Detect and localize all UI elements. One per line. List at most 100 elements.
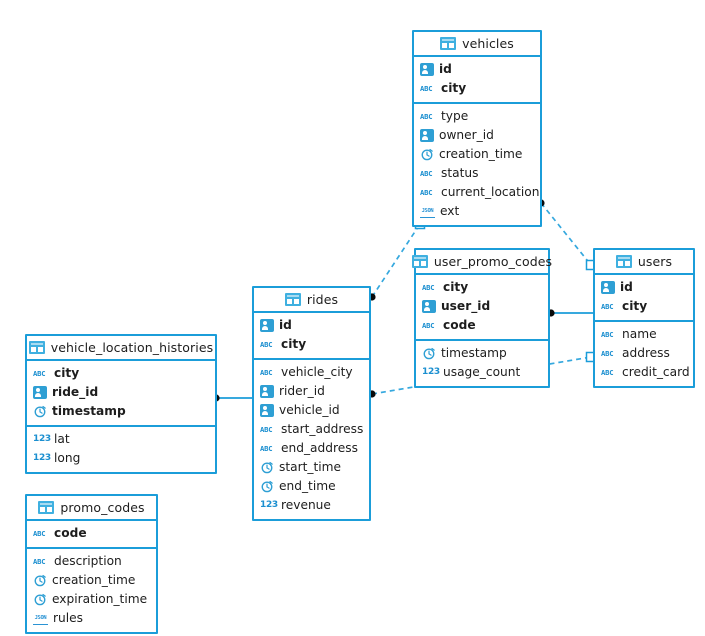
field-name: ext [440, 204, 460, 219]
identifier-icon [33, 386, 47, 399]
timestamp-clock-icon [423, 347, 435, 360]
number-type-icon: 123 [260, 500, 278, 510]
field-name: city [281, 337, 307, 352]
field-name: owner_id [439, 128, 494, 143]
identifier-icon [601, 281, 615, 294]
attribute-field[interactable]: end_time [254, 477, 369, 496]
string-type-icon: ABC [601, 330, 614, 339]
table-icon [38, 501, 55, 514]
entity-header[interactable]: rides [254, 288, 369, 313]
relationship-user-promo-codes-to-users[interactable] [547, 309, 593, 317]
entity-header[interactable]: users [595, 250, 693, 275]
primary-key-field[interactable]: id [595, 278, 693, 297]
entity-title: rides [306, 292, 339, 307]
field-name: timestamp [441, 346, 507, 361]
relationship-vehicle-location-histories-to-rides[interactable] [212, 394, 252, 402]
field-name: long [54, 451, 81, 466]
entity-title: promo_codes [60, 500, 145, 515]
attribute-field[interactable]: owner_id [414, 126, 540, 145]
table-icon [411, 255, 428, 268]
field-name: city [54, 366, 80, 381]
string-type-icon: ABC [601, 302, 614, 311]
field-name: type [441, 109, 469, 124]
table-icon [28, 341, 45, 354]
timestamp-clock-icon [261, 461, 273, 474]
primary-key-field[interactable]: id [254, 316, 369, 335]
field-name: start_address [281, 422, 364, 437]
field-name: timestamp [52, 404, 126, 419]
field-name: user_id [441, 299, 491, 314]
field-name: code [443, 318, 476, 333]
entity-title: user_promo_codes [433, 254, 553, 269]
primary-key-field[interactable]: timestamp [27, 402, 215, 421]
field-name: usage_count [443, 365, 521, 380]
identifier-icon [260, 385, 274, 398]
string-type-icon: ABC [601, 349, 614, 358]
field-name: city [443, 280, 469, 295]
attribute-field[interactable]: vehicle_id [254, 401, 369, 420]
entity-title: vehicles [462, 36, 514, 51]
entity-header[interactable]: user_promo_codes [411, 250, 552, 275]
primary-key-field[interactable]: id [414, 60, 540, 79]
attribute-field[interactable]: expiration_time [27, 590, 156, 609]
attribute-field[interactable]: timestamp [416, 344, 548, 363]
attribute-field[interactable]: creation_time [27, 571, 156, 590]
entity-header[interactable]: vehicles [414, 32, 540, 57]
entity-header[interactable]: vehicle_location_histories [27, 336, 215, 361]
entity-header[interactable]: promo_codes [27, 496, 156, 521]
field-name: address [622, 346, 670, 361]
field-name: end_time [279, 479, 336, 494]
primary-key-field[interactable]: user_id [416, 297, 548, 316]
attribute-field[interactable]: creation_time [414, 145, 540, 164]
field-name: id [279, 318, 292, 333]
primary-key-field[interactable]: ride_id [27, 383, 215, 402]
string-type-icon: ABC [33, 557, 46, 566]
field-name: current_location [441, 185, 540, 200]
field-name: id [620, 280, 633, 295]
attribute-field[interactable]: rider_id [254, 382, 369, 401]
field-name: city [441, 81, 467, 96]
field-name: start_time [279, 460, 342, 475]
attribute-field[interactable]: ABC address [595, 344, 693, 363]
identifier-icon [420, 129, 434, 142]
field-name: id [439, 62, 452, 77]
attribute-field[interactable]: start_time [254, 458, 369, 477]
timestamp-clock-icon [261, 480, 273, 493]
field-name: vehicle_city [281, 365, 353, 380]
field-name: rider_id [279, 384, 325, 399]
